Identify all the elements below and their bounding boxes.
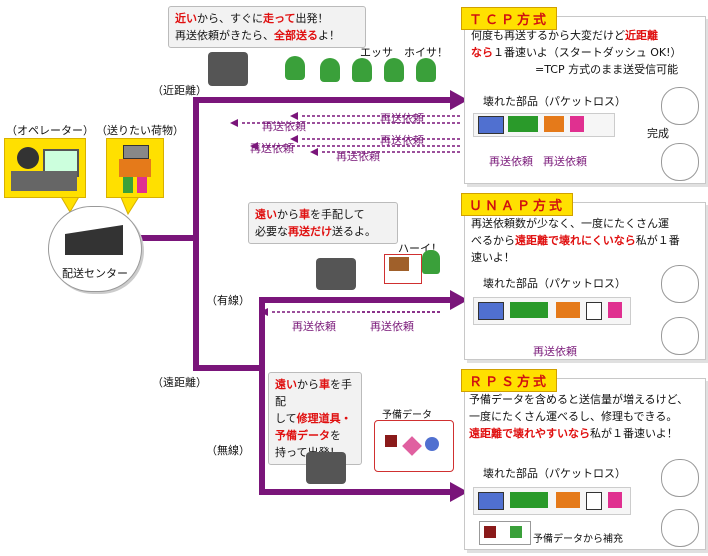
runners-text: エッサ ホイサ！ [360, 46, 448, 59]
distribution-center: 配送センター [48, 206, 142, 292]
unap-panel: ＵＮＡＰ方式 再送依頼数が少なく、一度にたくさん運 べるから遠距離で壊れにくいな… [461, 193, 706, 360]
operator-small-icon [306, 452, 346, 484]
cargo-robot-box [106, 138, 164, 198]
wired-speech-bubble: 遠いから車を手配して 必要な再送だけ送るよ。 [248, 202, 398, 244]
spare-data-box [479, 521, 531, 545]
resend-label: 再送依頼 [370, 320, 414, 333]
resend-label: 再送依頼 [292, 320, 336, 333]
packet-row [473, 113, 615, 137]
resend-label: 再送依頼 [380, 134, 424, 147]
unap-broken-label: 壊れた部品（パケットロス） [483, 277, 626, 290]
near-arrowhead [450, 90, 468, 110]
wireless-label: （無線） [206, 444, 250, 457]
driver-figure [422, 250, 440, 274]
wired-arrowhead [450, 290, 468, 310]
resend-label: 再送依頼 [380, 112, 424, 125]
repair-truck [374, 420, 454, 472]
unap-title: ＵＮＡＰ方式 [461, 193, 574, 216]
wireless-path [259, 368, 452, 495]
spare-data-label: 予備データ [382, 410, 432, 421]
near-label: （近距離） [152, 84, 207, 97]
rps-title: ＲＰＳ方式 [461, 369, 558, 392]
rps-panel: ＲＰＳ方式 予備データを含めると送信量が増えるけど、 一度にたくさん運べるし、修… [461, 369, 706, 550]
truck-icon [384, 254, 422, 284]
wireless-speech-bubble: 遠いから車を手配 して修理道具・ 予備データを 持って出発！ [268, 372, 362, 465]
tcp-done-label: 完成 [647, 127, 669, 140]
operator-small-icon [316, 258, 356, 290]
resend-label: 再送依頼 [336, 150, 380, 163]
wired-label: （有線） [206, 294, 250, 307]
tcp-broken-label: 壊れた部品（パケットロス） [483, 95, 626, 108]
wired-path [140, 235, 452, 371]
packet-row [473, 487, 631, 515]
cargo-label: （送りたい荷物） [96, 124, 184, 137]
tcp-panel: ＴＣＰ方式 何度も再送するから大変だけど近距離 なら１番速いよ（スタートダッシュ… [461, 7, 706, 184]
near-speech-bubble: 近いから、すぐに走って出発！ 再送依頼がきたら、全部送るよ！ [168, 6, 366, 48]
packet-row [473, 297, 631, 325]
tcp-title: ＴＣＰ方式 [461, 7, 558, 30]
wireless-arrowhead [450, 482, 468, 502]
resend-label: 再送依頼 [250, 142, 294, 155]
operator-small-icon [208, 52, 248, 86]
resend-label: 再送依頼 [262, 120, 306, 133]
rps-spare-label: 予備データから補充 [533, 534, 623, 545]
rps-broken-label: 壊れた部品（パケットロス） [483, 467, 626, 480]
operator-box [4, 138, 86, 198]
operator-label: （オペレーター） [6, 124, 94, 137]
far-label: （遠距離） [152, 376, 207, 389]
